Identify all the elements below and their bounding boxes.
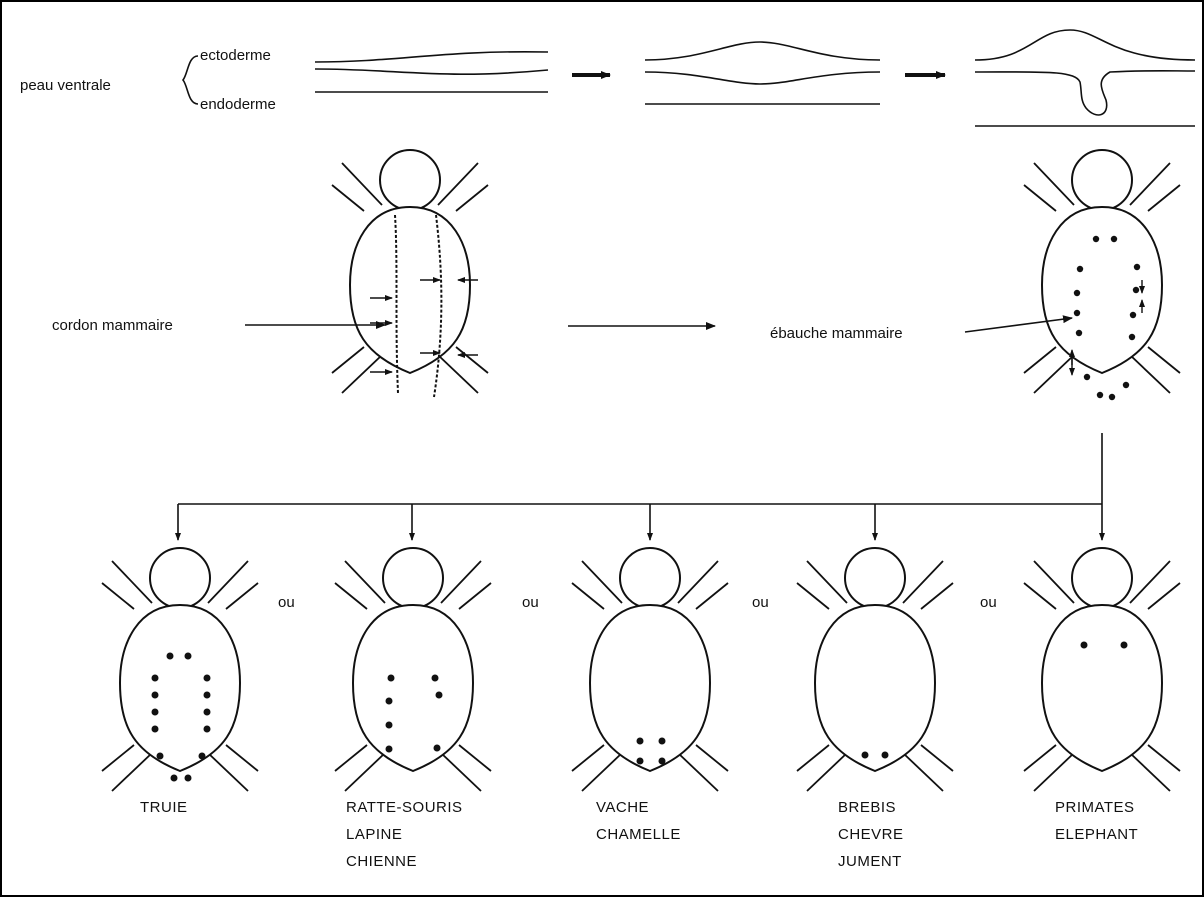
branch-lines [175,433,1105,541]
caption-jument: JUMENT [838,853,902,870]
cordon-mammaire-label: cordon mammaire [52,317,173,334]
species-primates [1023,547,1181,792]
caption-chamelle: CHAMELLE [596,826,681,843]
ebauche-mammaire-label: ébauche mammaire [770,325,903,342]
species-brebis [796,547,954,792]
species-truie [101,547,259,792]
caption-truie: TRUIE [140,799,188,816]
endoderme-label: endoderme [200,96,276,113]
caption-lapine: LAPINE [346,826,402,843]
caption-primates: PRIMATES [1055,799,1135,816]
ou-4: ou [980,594,997,611]
caption-chienne: CHIENNE [346,853,417,870]
layer-brace [181,55,199,105]
peau-ventrale-label: peau ventrale [20,77,111,94]
ectoderme-label: ectoderme [200,47,271,64]
layer-stage-1 [314,50,549,93]
layer-stage-3 [974,29,1196,127]
ebauche-pointer [964,315,1073,333]
caption-elephant: ELEPHANT [1055,826,1138,843]
embryo-ebauche [1023,149,1181,401]
caption-vache: VACHE [596,799,649,816]
embryo-cordon [331,149,489,398]
species-ratte-souris [334,547,492,792]
ou-1: ou [278,594,295,611]
caption-ratte-souris: RATTE-SOURIS [346,799,463,816]
layer-stage-2 [644,41,881,105]
caption-chevre: CHEVRE [838,826,904,843]
ou-2: ou [522,594,539,611]
caption-brebis: BREBIS [838,799,896,816]
ou-3: ou [752,594,769,611]
species-vache [571,547,729,792]
